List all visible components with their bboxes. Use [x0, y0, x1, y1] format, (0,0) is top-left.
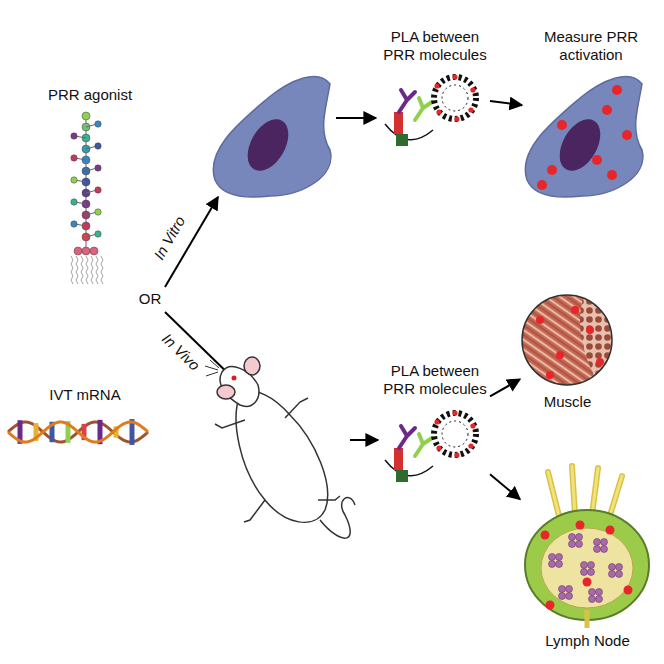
tissue-lymph-node: Lymph Node [520, 462, 655, 650]
connector-arrow [490, 379, 520, 396]
node-text: PLA between PRR molecules [380, 28, 490, 64]
mrna-helix [8, 419, 148, 445]
tissue-muscle: Muscle [520, 293, 615, 411]
node-text: Measure PRR activation [522, 28, 660, 64]
readout-cell: Measure PRR activation [522, 28, 660, 200]
muscle-section [520, 293, 615, 388]
choice-label: OR [128, 290, 172, 310]
cell [213, 77, 331, 198]
pla-illustration [385, 410, 476, 482]
connector-arrow [490, 474, 520, 499]
agonist-molecule [71, 112, 103, 284]
branch-label: In Vitro [150, 213, 189, 263]
assay-step: PLA between PRR molecules [380, 362, 490, 494]
pla-illustration [385, 74, 476, 146]
connector-arrow [490, 101, 522, 105]
arrow [350, 439, 378, 441]
node-text: Lymph Node [545, 632, 630, 650]
mrna-label: IVT mRNA [15, 386, 155, 452]
arrow [336, 117, 376, 119]
node-text: Muscle [544, 393, 592, 411]
node-text: PRR agonist [48, 86, 132, 104]
lymph-node [525, 466, 649, 628]
mouse [205, 357, 355, 538]
branch-label: In Vivo [158, 330, 203, 375]
activated-cell [525, 77, 643, 198]
node-text: PLA between PRR molecules [380, 362, 490, 398]
node-text: OR [139, 290, 162, 308]
node-text: IVT mRNA [49, 386, 120, 404]
molecule-label: PRR agonist [35, 86, 145, 286]
assay-step: PLA between PRR molecules [380, 28, 490, 160]
